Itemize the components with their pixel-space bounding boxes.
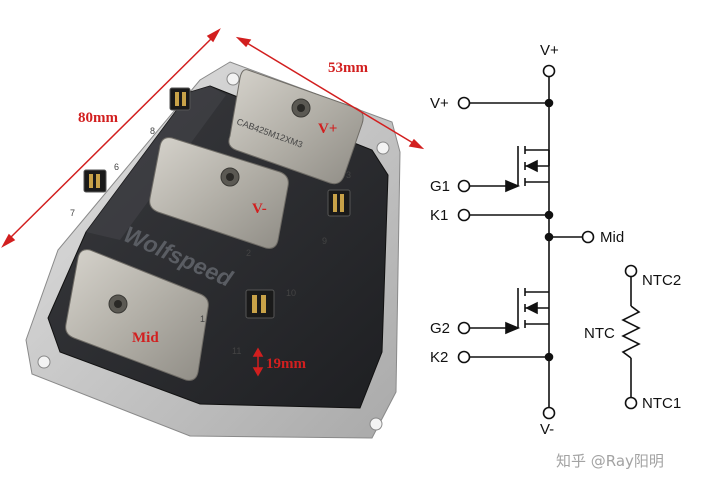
schematic-label-vplus-top: V+ [540, 42, 559, 59]
pin-number: 7 [70, 208, 75, 218]
pin-number: 3 [346, 170, 351, 180]
schematic-label-k2: K2 [430, 349, 448, 366]
terminal-node-g1 [457, 179, 471, 193]
terminal-node-k2 [457, 350, 471, 364]
pin-number: 2 [246, 248, 251, 258]
terminal-node-mid [581, 230, 595, 244]
terminal-node-vplus-left [457, 96, 471, 110]
pin-number: 8 [150, 126, 155, 136]
power-module-photo: 1 2 3 6 7 8 9 10 11 CAB425M12XM3 Wolfspe… [1, 28, 425, 439]
dimension-80mm [1, 28, 221, 248]
terminal-node-vplus-top [542, 64, 556, 78]
signal-pin [327, 189, 351, 217]
dimension-label-80mm: 80mm [78, 110, 118, 126]
schematic-label-k1: K1 [430, 207, 448, 224]
pin-number: 10 [286, 288, 296, 298]
junction-dot [544, 352, 554, 362]
pin-number: 9 [322, 236, 327, 246]
signal-pin [169, 87, 191, 111]
dimension-19mm [252, 347, 264, 377]
ntc-thermistor [621, 264, 641, 410]
mounting-hole [37, 355, 51, 369]
signal-pin [245, 289, 275, 319]
half-bridge-schematic [457, 64, 641, 420]
dimension-53mm [235, 36, 425, 150]
mounting-hole [369, 417, 383, 431]
junction-dot [544, 232, 554, 242]
mounting-hole [226, 72, 240, 86]
dimension-label-53mm: 53mm [328, 60, 368, 76]
junction-dot [544, 98, 554, 108]
mosfet-lower [470, 288, 549, 335]
schematic-label-ntc2: NTC2 [642, 272, 681, 289]
junction-dot [544, 210, 554, 220]
label-mid: Mid [132, 330, 159, 346]
terminal-node-g2 [457, 321, 471, 335]
label-vminus: V- [252, 201, 267, 217]
pin-number: 1 [200, 314, 205, 324]
terminal-mid [65, 249, 209, 381]
terminal-node-k1 [457, 208, 471, 222]
label-vplus: V+ [318, 121, 337, 137]
schematic-label-g1: G1 [430, 178, 450, 195]
mounting-hole [376, 141, 390, 155]
schematic-label-mid: Mid [600, 229, 624, 246]
terminal-vminus [149, 137, 289, 249]
schematic-label-ntc1: NTC1 [642, 395, 681, 412]
pin-number: 6 [114, 162, 119, 172]
mosfet-upper [470, 146, 550, 193]
schematic-label-vplus-left: V+ [430, 95, 449, 112]
schematic-label-ntc: NTC [584, 325, 615, 342]
schematic-label-g2: G2 [430, 320, 450, 337]
pin-number: 11 [232, 346, 241, 356]
watermark: 知乎 @Ray阳明 [556, 452, 664, 470]
terminal-node-vminus [542, 406, 556, 420]
signal-pin [83, 169, 107, 193]
schematic-label-vminus: V- [540, 421, 554, 438]
dimension-label-19mm: 19mm [266, 356, 306, 372]
terminal-vplus [228, 69, 364, 185]
